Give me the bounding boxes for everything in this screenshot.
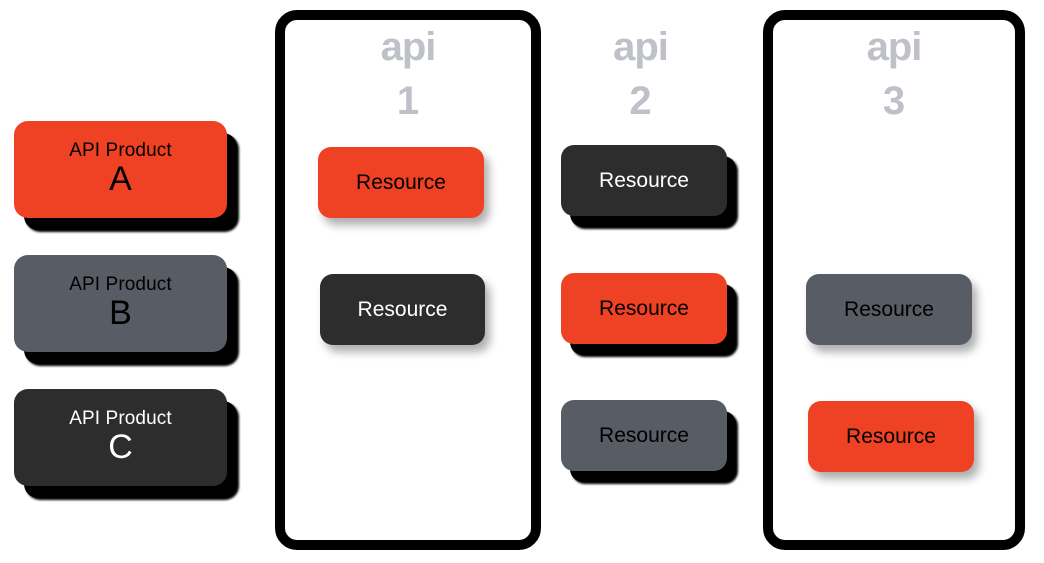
resource-chip[interactable]: Resource bbox=[808, 401, 974, 472]
api-word-label: api bbox=[380, 25, 437, 69]
api-product-letter: A bbox=[109, 160, 132, 199]
api-product-title: API Product bbox=[69, 408, 172, 430]
api-product-title: API Product bbox=[69, 274, 172, 296]
resource-label: Resource bbox=[846, 425, 936, 448]
resource-label: Resource bbox=[844, 298, 934, 321]
api-product-card-b[interactable]: API Product B bbox=[14, 255, 227, 352]
resource-chip[interactable]: Resource bbox=[561, 400, 727, 471]
resource-chip[interactable]: Resource bbox=[561, 145, 727, 216]
api-word-label: api bbox=[866, 25, 923, 69]
api-container-1[interactable] bbox=[275, 10, 541, 550]
resource-chip[interactable]: Resource bbox=[320, 274, 485, 345]
api-product-letter: B bbox=[109, 294, 132, 333]
api-product-card-a[interactable]: API Product A bbox=[14, 121, 227, 218]
resource-label: Resource bbox=[356, 171, 446, 194]
resource-label: Resource bbox=[599, 169, 689, 192]
resource-chip[interactable]: Resource bbox=[318, 147, 484, 218]
resource-label: Resource bbox=[357, 298, 448, 321]
api-heading-3: api 3 bbox=[763, 27, 1025, 121]
api-number-label: 1 bbox=[396, 79, 420, 123]
api-heading-2: api 2 bbox=[553, 27, 728, 121]
resource-chip[interactable]: Resource bbox=[561, 273, 727, 344]
api-product-letter: C bbox=[108, 428, 133, 467]
resource-label: Resource bbox=[599, 424, 689, 447]
api-product-title: API Product bbox=[69, 140, 172, 162]
api-word-label: api bbox=[613, 25, 669, 69]
api-heading-1: api 1 bbox=[275, 27, 541, 121]
api-number-label: 2 bbox=[629, 79, 652, 123]
resource-label: Resource bbox=[599, 297, 689, 320]
api-number-label: 3 bbox=[882, 79, 906, 123]
api-product-card-c[interactable]: API Product C bbox=[14, 389, 227, 486]
resource-chip[interactable]: Resource bbox=[806, 274, 972, 345]
